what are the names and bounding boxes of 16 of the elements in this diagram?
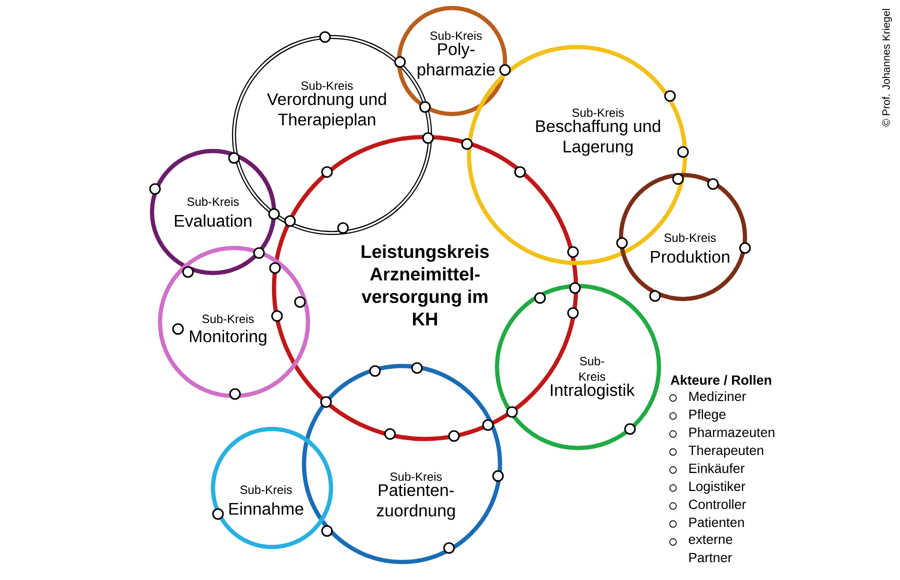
legend-text: Patienten (689, 517, 744, 528)
ring: Sub-Kreis Einnahme (210, 426, 334, 550)
legend-text: Therapeuten (688, 445, 764, 458)
legend-text: Mediziner (689, 391, 746, 402)
copyright-note: © Prof. Johannes Kriegel (882, 9, 892, 126)
ring: Sub-Kreis Intralogistik (494, 284, 662, 450)
legend-text: Einkäufer (689, 463, 744, 474)
ring: Sub-Kreis Produktion (618, 172, 748, 302)
legend-text: Logistiker (689, 481, 746, 494)
legend-text: Pflege (689, 409, 726, 422)
legend-text: Pharmazeuten (689, 427, 774, 438)
ring: Sub-Kreis Monitoring (158, 246, 310, 398)
ring: Sub-Kreis Evaluation (150, 148, 276, 276)
ring: Sub-Kreis Poly-pharmazie (396, 6, 508, 116)
legend-text: Controller (688, 499, 746, 510)
legend-text: externe Partner (688, 535, 732, 562)
